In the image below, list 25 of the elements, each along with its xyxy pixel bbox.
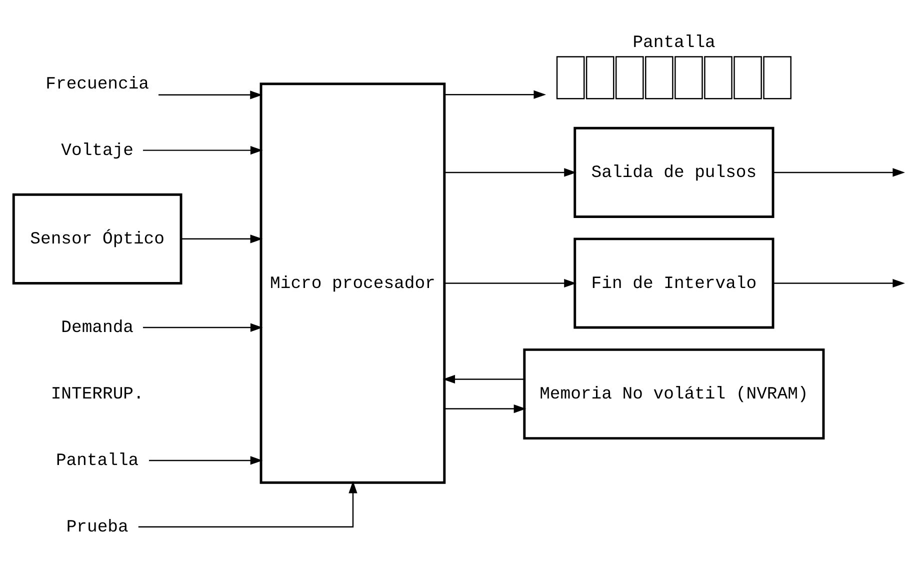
node-text: Pantalla (56, 452, 139, 472)
node-text: Prueba (66, 518, 128, 538)
node-box: Sensor Óptico (12, 193, 182, 284)
node-box: Salida de pulsos (574, 126, 774, 218)
arrow (181, 234, 263, 244)
node-text: Frecuencia (46, 75, 149, 94)
node-text: Demanda (61, 319, 134, 338)
node-text: Voltaje (61, 142, 134, 161)
node-box: Micro procesador (260, 82, 446, 484)
arrow (149, 456, 263, 465)
arrow (444, 168, 576, 177)
arrow (773, 168, 905, 177)
arrow (444, 278, 576, 288)
arrow (143, 323, 263, 332)
arrow (773, 278, 905, 288)
arrow (143, 146, 263, 155)
node-box: Fin de Intervalo (574, 238, 774, 329)
label: INTERRUP. (50, 386, 144, 405)
node-box: Memoria No volátil (NVRAM) (523, 348, 825, 440)
arrow (158, 90, 262, 100)
arrow (444, 404, 526, 414)
arrow (138, 480, 358, 528)
node-label: Pantalla (632, 34, 716, 54)
arrow (444, 90, 546, 99)
arrow (442, 374, 524, 384)
